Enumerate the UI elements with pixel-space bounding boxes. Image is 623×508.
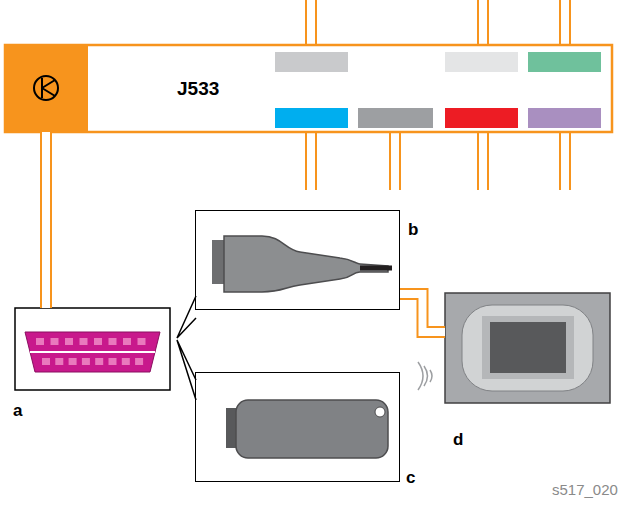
wire-gap bbox=[400, 294, 445, 332]
interface-callout: c bbox=[195, 372, 400, 482]
part-letter: c bbox=[406, 469, 415, 486]
pin bbox=[95, 358, 103, 365]
wire-pair bbox=[46, 132, 47, 308]
pin bbox=[109, 338, 117, 345]
diagnostic-cable-plug bbox=[212, 236, 392, 292]
pin bbox=[55, 358, 63, 365]
callout-pointers bbox=[177, 296, 196, 400]
part-letter: d bbox=[453, 431, 463, 448]
wireless-waves bbox=[418, 362, 432, 390]
diagnostic-tester bbox=[445, 293, 610, 403]
pin bbox=[135, 358, 143, 365]
gateway-control-unit: J533 bbox=[5, 45, 612, 132]
pin bbox=[138, 338, 146, 345]
part-letter: a bbox=[13, 402, 22, 419]
pin bbox=[109, 358, 117, 365]
part-letter: b bbox=[408, 221, 418, 238]
pin bbox=[123, 338, 131, 345]
diagnostic-socket: a bbox=[15, 308, 170, 390]
wire-pair bbox=[400, 294, 445, 332]
wire-outer bbox=[40, 132, 52, 308]
pin bbox=[69, 358, 77, 365]
diagnostic-interface-dongle bbox=[226, 400, 388, 458]
pin bbox=[82, 358, 90, 365]
gateway-bar bbox=[5, 45, 612, 132]
cable-callout: b bbox=[195, 210, 400, 310]
unit-name: J533 bbox=[177, 79, 219, 98]
figure-number: s517_020 bbox=[552, 482, 618, 497]
diagnostic-tester: d bbox=[445, 293, 610, 403]
pin bbox=[42, 358, 50, 365]
pin bbox=[51, 338, 59, 345]
pin bbox=[65, 338, 73, 345]
obd-socket bbox=[15, 308, 170, 390]
pin bbox=[36, 338, 44, 345]
pin bbox=[122, 358, 130, 365]
pin bbox=[80, 338, 88, 345]
pin bbox=[94, 338, 102, 345]
wire-outer bbox=[400, 294, 445, 332]
wire-gap bbox=[42, 132, 50, 308]
